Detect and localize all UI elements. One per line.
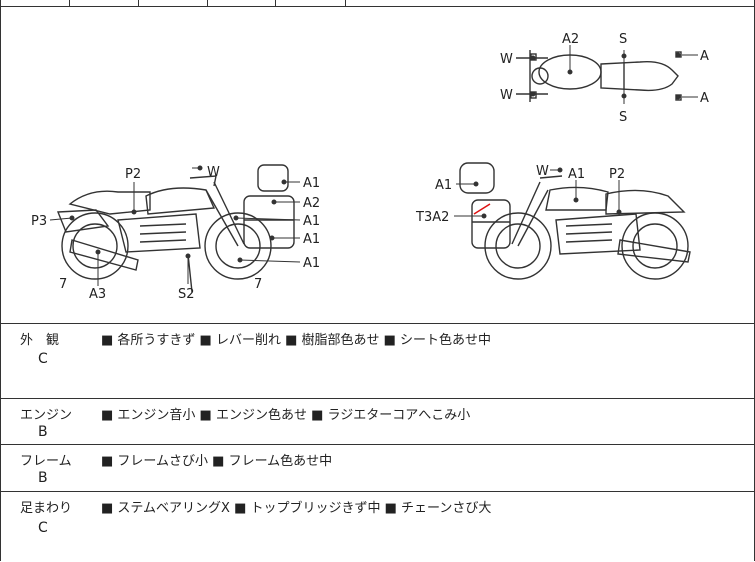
left-label-w: W (207, 165, 220, 180)
bike-right-view-leaders (454, 167, 622, 219)
damage-diagram: A2 S W A W A S (0, 7, 755, 323)
section-notes: ■ 各所うすきず ■ レバー削れ ■ 樹脂部色あせ ■ シート色あせ中 (101, 333, 492, 348)
right-label-a1-left: A1 (435, 178, 452, 193)
bike-left-view (56, 164, 295, 293)
bike-left-view-leaders (49, 165, 301, 286)
left-label-a1-4: A1 (303, 256, 320, 271)
left-label-a1-1: A1 (303, 176, 320, 191)
section-notes: ■ フレームさび小 ■ フレーム色あせ中 (101, 454, 333, 469)
damage-mark (473, 203, 491, 215)
right-label-w: W (536, 164, 549, 179)
section-engine: エンジン B ■ エンジン音小 ■ エンジン色あせ ■ ラジエターコアへこみ小 (0, 398, 755, 445)
left-label-7-rear: 7 (254, 277, 262, 292)
section-grade: B (38, 470, 48, 486)
top-label-a-lower: A (700, 91, 709, 106)
left-label-a1-2: A1 (303, 214, 320, 229)
section-grade: C (38, 520, 48, 536)
left-label-p2: P2 (125, 167, 141, 182)
right-label-p2: P2 (609, 167, 625, 182)
left-label-a1-3: A1 (303, 232, 320, 247)
top-label-a2: A2 (562, 32, 579, 47)
section-category: 足まわり (20, 501, 73, 516)
top-label-w-upper: W (500, 52, 513, 67)
bike-top-view (516, 50, 682, 102)
section-exterior: 外 観 C ■ 各所うすきず ■ レバー削れ ■ 樹脂部色あせ ■ シート色あせ… (0, 323, 755, 399)
top-label-a-upper: A (700, 49, 709, 64)
section-notes: ■ ステムベアリングX ■ トップブリッジきず中 ■ チェーンさび大 (101, 501, 492, 516)
top-table-edge (0, 0, 755, 7)
motorcycle-diagram-svg: A2 S W A W A S (31, 32, 709, 302)
section-frame: フレーム B ■ フレームさび小 ■ フレーム色あせ中 (0, 444, 755, 492)
left-label-a2: A2 (303, 196, 320, 211)
left-label-a3: A3 (89, 287, 106, 302)
left-label-s2: S2 (178, 287, 195, 302)
section-grade: C (38, 351, 48, 367)
section-category: フレーム (20, 454, 72, 469)
left-label-7-front: 7 (59, 277, 67, 292)
right-label-a1-top: A1 (568, 167, 585, 182)
bike-top-view-leaders (516, 45, 698, 104)
bike-right-view (459, 162, 691, 280)
right-label-t3a2: T3A2 (415, 210, 449, 225)
section-grade: B (38, 424, 48, 440)
section-notes: ■ エンジン音小 ■ エンジン色あせ ■ ラジエターコアへこみ小 (101, 408, 471, 423)
top-label-s-upper: S (619, 32, 627, 47)
section-category: 外 観 (20, 333, 60, 348)
section-category: エンジン (20, 408, 73, 423)
left-label-p3: P3 (31, 214, 47, 229)
top-label-w-lower: W (500, 88, 513, 103)
top-label-s-lower: S (619, 110, 627, 125)
section-suspension: 足まわり C ■ ステムベアリングX ■ トップブリッジきず中 ■ チェーンさび… (0, 491, 755, 562)
